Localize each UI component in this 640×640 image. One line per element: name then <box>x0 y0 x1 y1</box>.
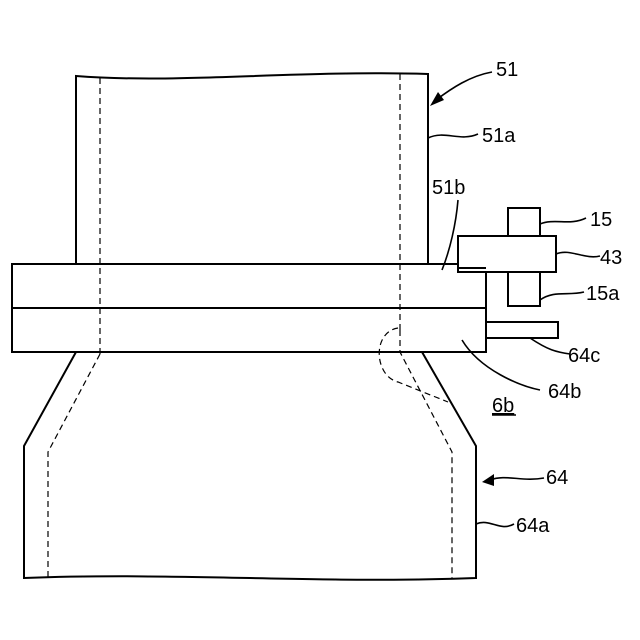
leader-51a <box>428 134 478 138</box>
label-64b: 64b <box>548 381 581 403</box>
leader-51b <box>442 200 458 270</box>
label-15a: 15a <box>586 283 620 305</box>
leader-64c <box>530 338 570 354</box>
leader-15a <box>540 292 584 300</box>
label-43: 43 <box>600 247 622 269</box>
leader-51 <box>436 72 492 100</box>
label-64a: 64a <box>516 515 550 537</box>
label-6b: 6b <box>492 395 514 417</box>
tab-64c <box>486 322 558 338</box>
flange-64b <box>12 308 486 352</box>
tube-64-inner-dashed <box>48 330 452 578</box>
label-64: 64 <box>546 467 568 489</box>
label-15: 15 <box>590 209 612 231</box>
arrow-64 <box>482 474 494 486</box>
label-64c: 64c <box>568 345 600 367</box>
flange-51b <box>12 264 486 308</box>
leader-64a <box>476 522 514 526</box>
leader-64b <box>462 340 540 390</box>
leader-64 <box>490 478 544 480</box>
tube-51-outline <box>76 73 428 264</box>
label-51: 51 <box>496 59 518 81</box>
leader-15 <box>540 218 586 224</box>
portion-6b-dashed <box>379 328 448 402</box>
arrow-51 <box>430 92 444 106</box>
leader-43 <box>556 252 600 257</box>
label-51b: 51b <box>432 177 465 199</box>
block-43 <box>458 236 556 272</box>
label-51a: 51a <box>482 125 516 147</box>
